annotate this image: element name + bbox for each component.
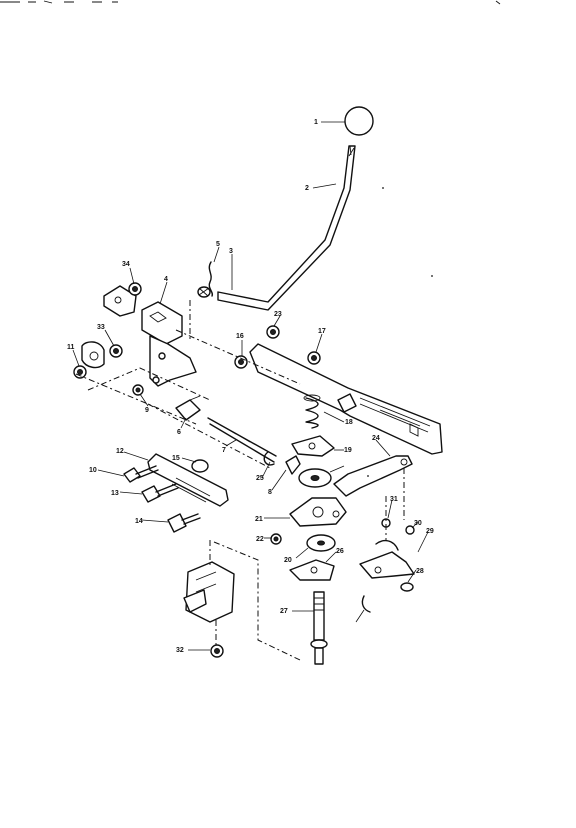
- assembly-lines: [75, 300, 405, 661]
- callout-19: 19: [344, 447, 352, 454]
- shoulder-bolt: [310, 591, 328, 665]
- detent-plate: [291, 435, 335, 457]
- nut-29: [400, 582, 414, 592]
- header-marks: [0, 0, 501, 5]
- shift-lever: [217, 145, 356, 311]
- callout-24: 24: [372, 435, 380, 442]
- callout-22: 22: [256, 536, 264, 543]
- callout-9: 9: [145, 407, 149, 414]
- lever-pivot-bushing: [197, 286, 211, 298]
- bolt-13: [141, 483, 179, 503]
- nut-22: [270, 533, 282, 545]
- nut-16: [234, 355, 248, 369]
- bearing-plate: [81, 341, 105, 369]
- callout-6: 6: [177, 429, 181, 436]
- callout-13: 13: [111, 490, 119, 497]
- linkage-plate: [147, 453, 229, 507]
- detent-spring: [303, 394, 321, 429]
- lower-bracket: [183, 561, 235, 623]
- callout-28: 28: [416, 568, 424, 575]
- transmission-arm: [333, 455, 413, 497]
- callout-26: 26: [336, 548, 344, 555]
- nut-33: [109, 344, 123, 358]
- bolt-14: [167, 513, 201, 533]
- callout-16: 16: [236, 333, 244, 340]
- control-rod: [207, 417, 277, 463]
- mounting-bracket: [141, 301, 197, 387]
- callout-2: 2: [305, 185, 309, 192]
- shift-rail: [249, 343, 443, 455]
- shift-knob: [344, 106, 374, 136]
- nut-34: [128, 282, 142, 296]
- callout-11: 11: [67, 344, 75, 351]
- callout-3: 3: [229, 248, 233, 255]
- callout-31: 31: [390, 496, 398, 503]
- nut-17: [307, 351, 321, 365]
- callout-labels: 1 2 3 4 5 6 7 8 9 10 11 12 13 14 15 16 1…: [67, 119, 434, 654]
- callout-29: 29: [426, 528, 434, 535]
- lever-spring-clip: [208, 261, 214, 297]
- washer-upper: [298, 468, 332, 488]
- bolt-10: [123, 465, 159, 483]
- callout-7: 7: [222, 447, 226, 454]
- pin-32: [361, 595, 371, 613]
- callout-27: 27: [280, 608, 288, 615]
- callout-21: 21: [255, 516, 263, 523]
- callout-17: 17: [318, 328, 326, 335]
- callout-25: 25: [256, 475, 264, 482]
- callout-10: 10: [89, 467, 97, 474]
- callout-20: 20: [284, 557, 292, 564]
- bracket-plate: [103, 285, 137, 317]
- nut-32-lower: [210, 644, 224, 658]
- scan-dots: [367, 187, 433, 477]
- callout-12: 12: [116, 448, 124, 455]
- rod-clip: [263, 451, 301, 475]
- callout-15: 15: [172, 455, 180, 462]
- callout-33: 33: [97, 324, 105, 331]
- callout-8: 8: [268, 489, 272, 496]
- callout-32: 32: [176, 647, 184, 654]
- nut-23: [266, 325, 280, 339]
- callout-14: 14: [135, 518, 143, 525]
- leader-lines: [72, 121, 429, 651]
- pivot-pin: [175, 395, 201, 421]
- callout-5: 5: [216, 241, 220, 248]
- bellcrank: [359, 539, 415, 579]
- callout-30: 30: [414, 520, 422, 527]
- shift-arm: [289, 497, 347, 527]
- callout-23: 23: [274, 311, 282, 318]
- callout-4: 4: [164, 276, 168, 283]
- callout-34: 34: [122, 261, 130, 268]
- nut-11: [73, 365, 87, 379]
- nut-9: [132, 384, 144, 396]
- callout-1: 1: [314, 119, 318, 126]
- callout-18: 18: [345, 419, 353, 426]
- washer-lower: [306, 534, 336, 552]
- lock-plate: [289, 559, 335, 581]
